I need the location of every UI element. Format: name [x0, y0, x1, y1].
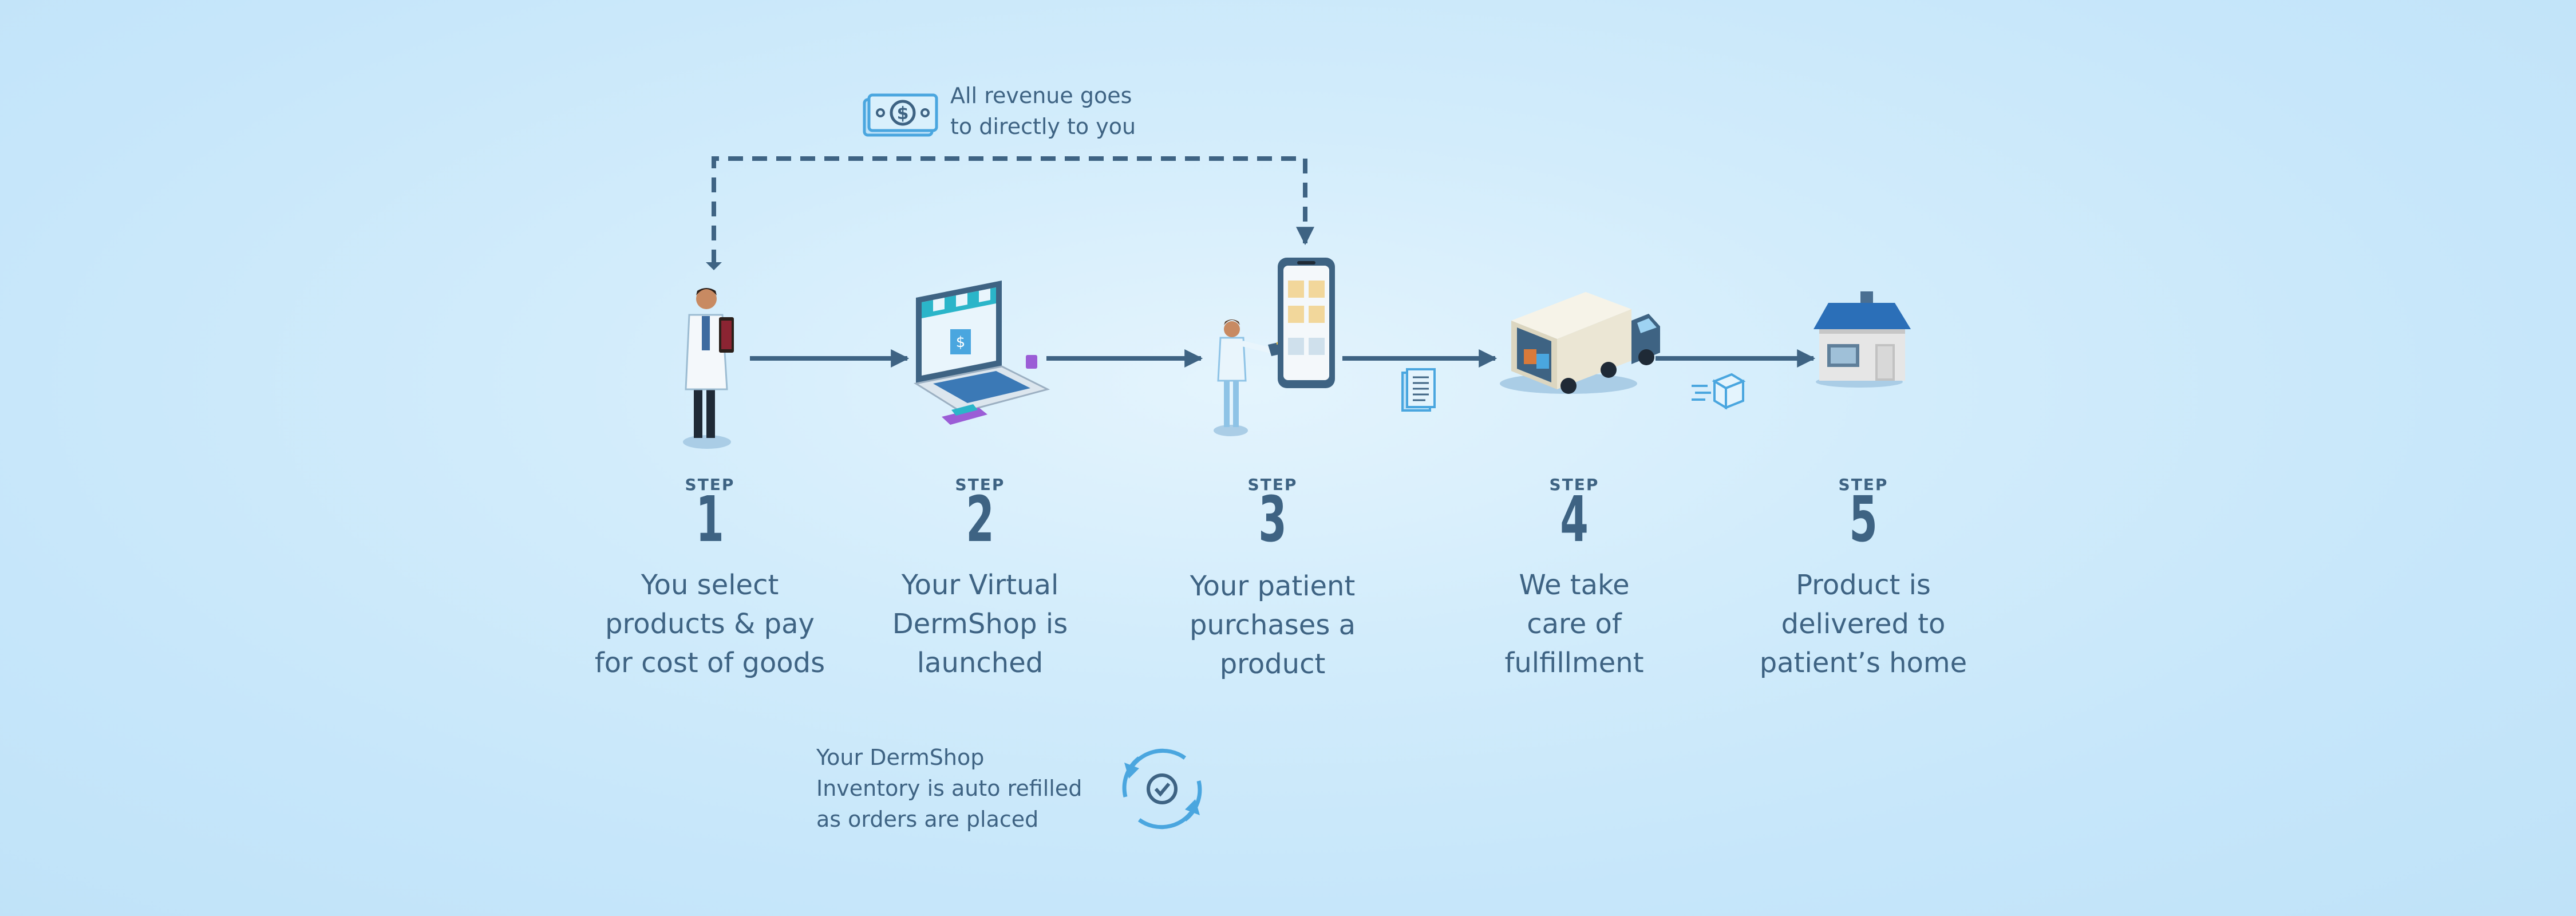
step-2-description: Your Virtual DermShop is launched [848, 566, 1112, 682]
step-4-line-3: fulfillment [1504, 647, 1644, 679]
house-icon [1814, 291, 1911, 388]
inventory-note-line-3: as orders are placed [816, 807, 1039, 832]
step-4-line-1: We take [1519, 569, 1630, 601]
svg-text:$: $ [956, 334, 966, 351]
step-1-line-2: products & pay [605, 608, 815, 640]
laptop-shop-icon: $ [914, 281, 1050, 425]
money-stack-icon: $ [863, 93, 938, 137]
step-2-label: STEP [955, 475, 1005, 494]
step-3-line-1: Your patient [1190, 570, 1356, 602]
revenue-loop-arrow [706, 156, 1314, 270]
step-3-description: Your patient purchases a product [1141, 567, 1404, 684]
inventory-note: Your DermShop Inventory is auto refilled… [816, 742, 1082, 835]
package-icon [1692, 373, 1746, 410]
step-5-description: Product is delivered to patient’s home [1732, 566, 1995, 682]
svg-text:$: $ [897, 104, 909, 124]
revenue-note-line-2: to directly to you [950, 114, 1136, 139]
revenue-note: All revenue goes to directly to you [950, 80, 1136, 142]
receipt-icon [1401, 368, 1436, 412]
step-3-line-2: purchases a [1189, 609, 1356, 641]
revenue-note-line-1: All revenue goes [950, 83, 1132, 108]
step-5-label: STEP [1838, 475, 1888, 494]
step-5-line-3: patient’s home [1759, 647, 1967, 679]
step-3-number: 3 [1258, 483, 1287, 556]
step-1-number: 1 [696, 483, 724, 556]
step-4-number: 4 [1560, 483, 1589, 556]
refresh-check-icon [1122, 748, 1202, 830]
patient-phone-icon [1214, 258, 1335, 436]
step-4-line-2: care of [1527, 608, 1622, 640]
step-2-line-3: launched [916, 647, 1044, 679]
step-5-line-1: Product is [1796, 569, 1931, 601]
inventory-note-line-2: Inventory is auto refilled [816, 776, 1082, 801]
step-3-line-3: product [1219, 648, 1326, 680]
step-2-line-1: Your Virtual [901, 569, 1059, 601]
doctor-icon [683, 288, 734, 449]
step-2-number: 2 [966, 483, 994, 556]
step-1-line-1: You select [641, 569, 779, 601]
step-4-label: STEP [1549, 475, 1599, 494]
inventory-note-line-1: Your DermShop [816, 745, 985, 770]
delivery-truck-icon [1500, 292, 1660, 394]
step-5-line-2: delivered to [1781, 608, 1946, 640]
step-2-line-2: DermShop is [892, 608, 1068, 640]
step-3-label: STEP [1247, 475, 1298, 494]
step-1-description: You select products & pay for cost of go… [578, 566, 841, 682]
step-5-number: 5 [1849, 483, 1878, 556]
step-4-description: We take care of fulfillment [1443, 566, 1706, 682]
step-1-line-3: for cost of goods [594, 647, 825, 679]
step-1-label: STEP [685, 475, 735, 494]
